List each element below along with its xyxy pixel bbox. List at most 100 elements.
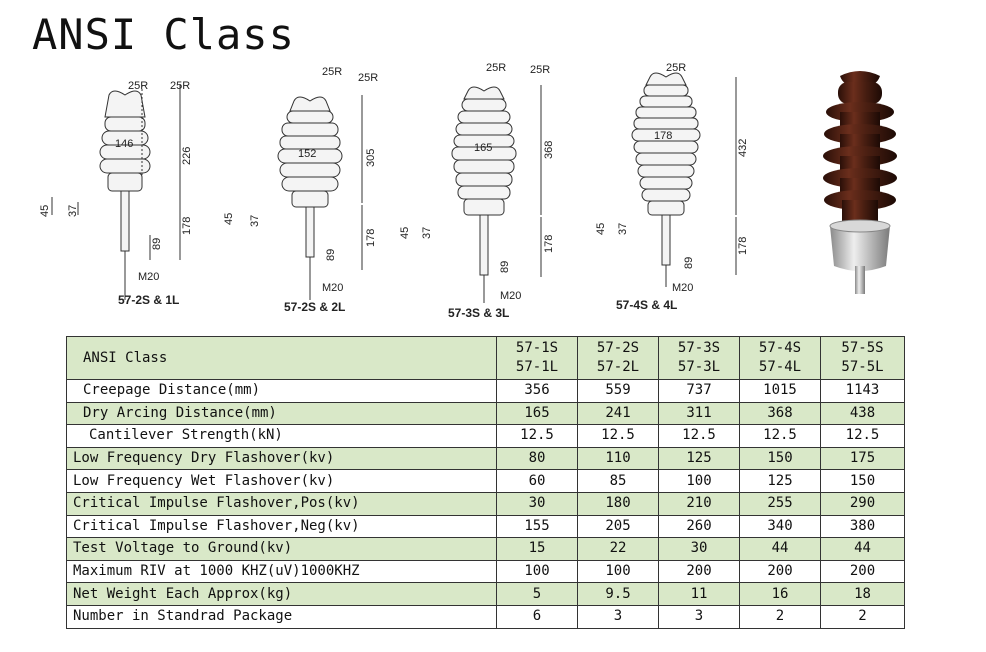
row-label: Critical Impulse Flashover,Pos(kv) [66,491,497,516]
row-value: 6 [496,604,578,629]
col-model-l: 57-3L [677,359,721,375]
row-value: 3 [658,604,740,629]
dim-h2: 178 [543,235,555,253]
row-value: 85 [577,469,659,493]
dim-s2: 37 [249,215,261,227]
row-value: 311 [658,401,740,426]
row-value: 200 [658,559,740,584]
dim-s1: 45 [39,205,51,217]
row-value: 241 [577,401,659,426]
row-value: 16 [739,582,821,606]
row-value: 260 [658,514,740,539]
row-value: 12.5 [658,424,740,448]
insulator-drawing-4: 25R 178 432 178 89 45 37 M20 57-4S & 4L [596,62,749,312]
row-value: 3 [577,604,659,629]
row-value: 150 [739,446,821,471]
dim-r1: 25R [666,62,686,74]
row-value: 18 [820,582,905,606]
header-col-2: 57-2S 57-2L [577,336,659,380]
row-value: 200 [820,559,905,584]
dim-r2: 25R [358,72,378,84]
row-value: 165 [496,401,578,426]
col-model-l: 57-2L [596,359,640,375]
drawing-57-1: 25R 25R 146 226 178 89 45 37 M20 57-2S &… [30,55,220,315]
row-value: 155 [496,514,578,539]
row-value: 9.5 [577,582,659,606]
dim-s1: 45 [596,223,607,235]
row-value: 210 [658,491,740,516]
row-value: 30 [658,537,740,561]
row-value: 1143 [820,379,905,403]
row-value: 1015 [739,379,821,403]
row-value: 175 [820,446,905,471]
header-label: ANSI Class [66,336,497,380]
insulator-drawing-3: 25R 25R 165 368 178 89 45 37 M20 57-3S &… [399,62,555,320]
row-value: 30 [496,491,578,516]
page-title: ANSI Class [32,10,295,59]
row-value: 5 [496,582,578,606]
row-value: 205 [577,514,659,539]
dim-r2: 25R [530,64,550,76]
col-model-l: 57-5L [841,359,884,375]
row-value: 2 [739,604,821,629]
row-label: Number in Standrad Package [66,604,497,629]
row-label: Cantilever Strength(kN) [66,424,497,448]
row-value: 12.5 [577,424,659,448]
dim-s1: 45 [399,227,411,239]
insulator-drawing-1: 25R 25R 146 226 178 89 45 37 M20 57-2S &… [39,80,193,307]
dim-s2: 37 [67,205,79,217]
row-label: Critical Impulse Flashover,Neg(kv) [66,514,497,539]
drawing-57-4: 25R 178 432 178 89 45 37 M20 57-4S & 4L [596,55,766,320]
row-label: Dry Arcing Distance(mm) [66,401,497,426]
dim-r1: 25R [486,62,506,74]
row-label: Net Weight Each Approx(kg) [66,582,497,606]
row-value: 12.5 [820,424,905,448]
dim-r1: 25R [128,80,148,92]
col-model-s: 57-4S [758,340,802,356]
row-label: Creepage Distance(mm) [66,379,497,403]
row-value: 2 [820,604,905,629]
dim-thread: M20 [138,271,159,283]
dim-dia: 152 [298,148,316,160]
row-value: 255 [739,491,821,516]
row-value: 12.5 [739,424,821,448]
row-value: 100 [658,469,740,493]
dim-r2: 25R [170,80,190,92]
row-value: 180 [577,491,659,516]
technical-drawings: 25R 25R 146 226 178 89 45 37 M20 57-2S &… [0,55,986,330]
row-label: Low Frequency Wet Flashover(kv) [66,469,497,493]
dim-s1: 45 [223,213,235,225]
row-value: 368 [739,401,821,426]
row-label: Maximum RIV at 1000 KHZ(uV)1000KHZ [66,559,497,584]
dim-h1: 432 [737,139,749,157]
row-value: 22 [577,537,659,561]
dim-h3: 89 [499,261,511,273]
dim-thread: M20 [322,282,343,294]
header-col-3: 57-3S 57-3L [658,336,740,380]
row-value: 438 [820,401,905,426]
dim-s2: 37 [421,227,433,239]
drawing-caption: 57-2S & 1L [118,293,179,307]
drawing-57-2: 25R 25R 152 305 178 89 45 37 M20 57-2S &… [222,55,402,320]
dim-thread: M20 [500,290,521,302]
dim-h1: 305 [365,149,377,167]
col-model-s: 57-3S [677,340,721,356]
row-value: 15 [496,537,578,561]
dim-r1: 25R [322,66,342,78]
col-model-s: 57-2S [596,340,640,356]
dim-h3: 89 [325,249,337,261]
dim-h3: 89 [683,257,695,269]
row-label: Low Frequency Dry Flashover(kv) [66,446,497,471]
row-value: 12.5 [496,424,578,448]
